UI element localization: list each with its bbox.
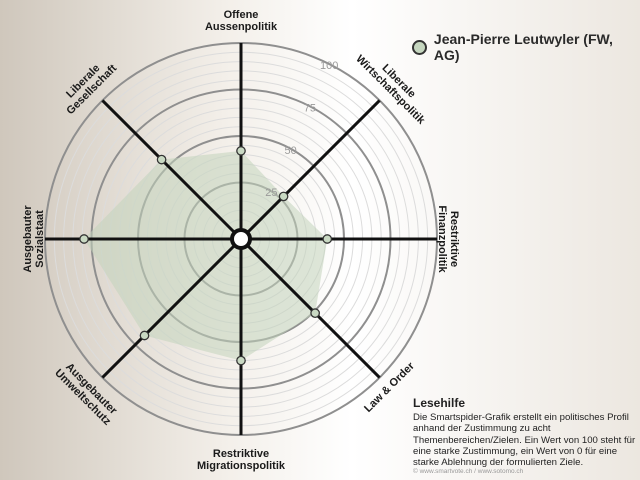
legend-label: Jean-Pierre Leutwyler (FW, AG)	[433, 31, 613, 63]
axis-label-line: Migrationspolitik	[197, 460, 286, 472]
center-hub	[230, 228, 252, 250]
data-point	[139, 330, 150, 341]
tick-label: 50	[285, 145, 297, 157]
radar-axes	[45, 43, 437, 435]
data-point	[79, 234, 89, 244]
axis-labels: OffeneAussenpolitikLiberaleWirtschaftspo…	[22, 9, 460, 472]
data-point	[322, 234, 333, 244]
axis-line	[239, 237, 381, 379]
axis-label-line: Restriktive	[448, 211, 460, 267]
axis-line	[101, 237, 243, 379]
reading-help-text: Die Smartspider-Grafik erstellt ein poli…	[413, 412, 636, 469]
radar-tick-labels: 25 50 75 100	[265, 60, 338, 199]
profile-polygon	[84, 150, 328, 361]
data-point	[310, 308, 320, 318]
tick-label: 75	[304, 103, 316, 115]
axis-label-line: Finanzpolitik	[436, 205, 448, 273]
legend: Jean-Pierre Leutwyler (FW, AG)	[412, 31, 640, 63]
data-point	[278, 191, 289, 202]
axis-label-line: Aussenpolitik	[205, 21, 278, 33]
copyright-footer: © www.smartvote.ch / www.sotomo.ch	[413, 468, 524, 475]
reading-help: Lesehilfe Die Smartspider-Grafik erstell…	[413, 396, 638, 468]
legend-marker	[412, 39, 427, 55]
axis-line	[239, 99, 381, 241]
axis-label-line: Offene	[224, 9, 259, 21]
reading-help-title: Lesehilfe	[413, 396, 466, 410]
axis-label-line: Sozialstaat	[34, 210, 46, 268]
axis-label-line: Restriktive	[213, 448, 269, 460]
axis-line	[101, 99, 243, 241]
profile-points	[79, 146, 333, 366]
tick-label: 25	[265, 187, 277, 199]
tick-label: 100	[320, 60, 338, 72]
axis-label-line: Ausgebauter	[22, 205, 34, 273]
data-point	[236, 355, 246, 366]
data-point	[236, 146, 246, 156]
data-point	[156, 154, 167, 165]
